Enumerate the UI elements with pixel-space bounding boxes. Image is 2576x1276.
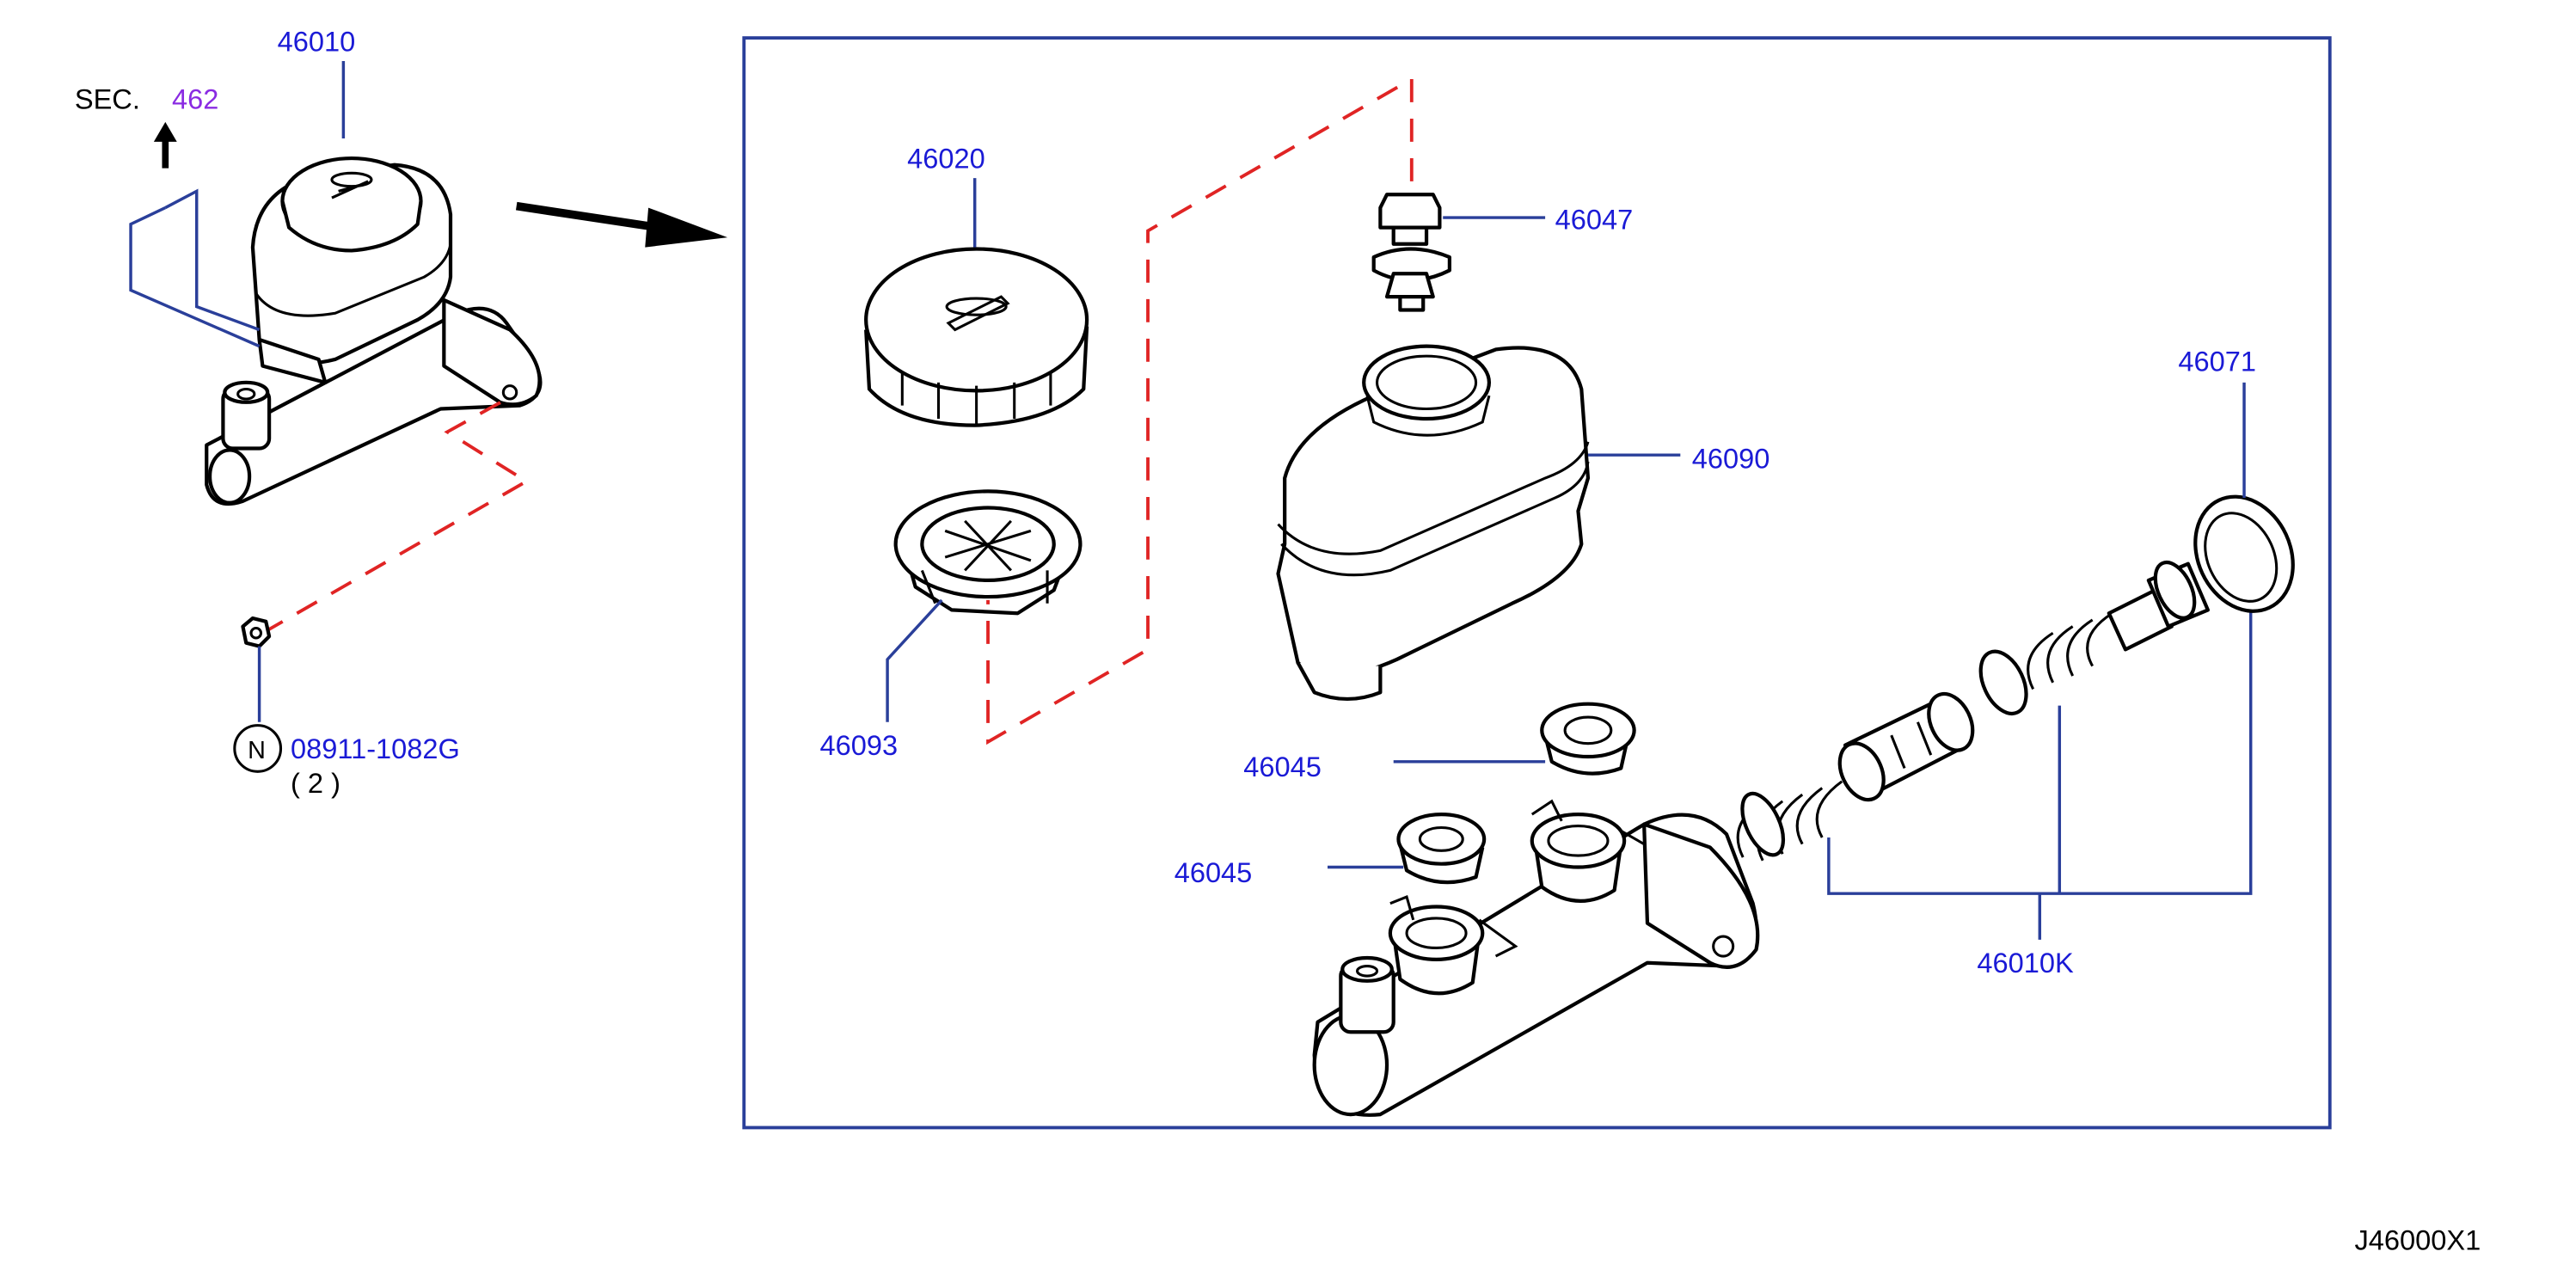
label-46090[interactable]: 46090 [1692, 443, 1770, 475]
seal-46045-lower[interactable] [1396, 813, 1487, 885]
strainer-46093[interactable] [893, 489, 1083, 616]
label-46047[interactable]: 46047 [1555, 204, 1634, 236]
label-46045-upper[interactable]: 46045 [1243, 751, 1322, 782]
label-46020[interactable]: 46020 [907, 143, 985, 175]
leader-46010K [1827, 610, 2253, 940]
connector-46047[interactable] [1371, 193, 1452, 312]
label-08911-1082G[interactable]: 08911-1082G [291, 733, 460, 764]
label-46010K[interactable]: 46010K [1977, 947, 2074, 978]
repair-kit-46010K[interactable] [1734, 556, 2210, 862]
cap-46020[interactable] [864, 247, 1089, 427]
label-46071[interactable]: 46071 [2178, 345, 2256, 377]
seal-46045-upper[interactable] [1540, 702, 1636, 776]
detail-frame [742, 36, 2332, 1130]
diagram-code: J46000X1 [2355, 1224, 2481, 1255]
section-reference[interactable] [129, 121, 261, 348]
section-prefix: SEC. [75, 83, 140, 115]
reservoir-tank-46090[interactable] [1276, 344, 1591, 701]
cylinder-body[interactable] [1312, 799, 1760, 1117]
nut-note-marker [233, 724, 283, 773]
overview-master-cylinder[interactable] [205, 156, 543, 506]
connector-dashed-guide [986, 76, 1414, 745]
detail-arrow [515, 201, 728, 248]
boot-46071[interactable] [2177, 481, 2311, 627]
label-46093[interactable]: 46093 [819, 729, 898, 761]
nut-icon[interactable] [241, 616, 272, 648]
leader-46093 [886, 598, 943, 722]
label-46045-lower[interactable]: 46045 [1175, 856, 1253, 888]
section-number-link[interactable]: 462 [172, 83, 218, 115]
label-46010[interactable]: 46010 [278, 25, 356, 57]
nut-note-letter: N [248, 737, 266, 764]
nut-quantity: ( 2 ) [291, 767, 340, 799]
